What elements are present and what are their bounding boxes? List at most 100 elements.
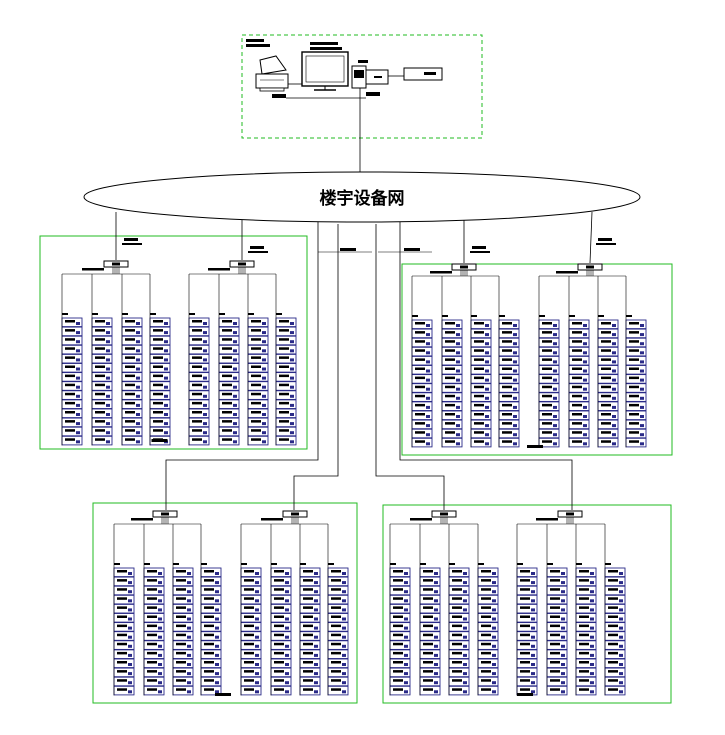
module-status [612, 378, 616, 382]
network-bus: 楼宇设备网 [83, 171, 641, 223]
module-status [404, 626, 408, 630]
module-label-bar [481, 670, 491, 673]
terminal-module [270, 658, 292, 669]
module-status [158, 672, 162, 676]
device-zone [382, 504, 672, 704]
terminal-module [275, 408, 297, 419]
terminal-module [247, 408, 269, 419]
branch-tag [122, 313, 128, 315]
module-label-bar [244, 633, 254, 637]
terminal-module [240, 667, 262, 678]
terminal-module [188, 326, 210, 337]
module-label-bar [474, 394, 484, 398]
terminal-module [604, 676, 626, 687]
module-label-bar [520, 661, 530, 664]
module-status [187, 681, 191, 685]
module-label-bar [279, 420, 289, 423]
terminal-module [275, 399, 297, 409]
terminal-module [149, 381, 171, 391]
terminal-module [568, 328, 590, 339]
module-status [531, 617, 535, 621]
terminal-module [516, 585, 538, 596]
module-label-bar [117, 588, 127, 591]
module-status [456, 378, 460, 382]
module-label-bar [601, 376, 611, 380]
branch-tag [390, 563, 396, 565]
module-label-bar [542, 358, 552, 361]
module-label-bar [520, 579, 530, 582]
module-label-bar [176, 670, 186, 673]
terminal-module [538, 346, 560, 357]
module-label-bar [572, 349, 582, 352]
module-status [285, 572, 289, 575]
branch [568, 276, 590, 448]
module-status [531, 581, 535, 585]
controller-indicator [112, 262, 120, 266]
module-label-bar [579, 633, 589, 637]
branch [516, 524, 538, 696]
terminal-module [240, 567, 262, 578]
terminal-module [172, 649, 194, 659]
terminal-module [538, 328, 560, 339]
module-status [561, 681, 565, 685]
module-status [434, 572, 438, 575]
module-status [492, 663, 496, 666]
module-label-bar [65, 383, 75, 387]
module-label-bar [423, 588, 433, 591]
terminal-module [143, 603, 165, 614]
module-status [158, 681, 162, 685]
module-label-bar [279, 356, 289, 359]
terminal-module [143, 631, 165, 641]
terminal-module [121, 408, 143, 419]
terminal-module [470, 437, 492, 448]
module-label-bar [204, 579, 214, 582]
module-status [262, 394, 266, 398]
module-label-bar [204, 615, 214, 618]
module-label-bar [481, 624, 491, 628]
module-label-bar [204, 661, 214, 664]
module-label-bar [601, 403, 611, 407]
terminal-module [498, 401, 520, 411]
module-status [262, 331, 266, 335]
module-status [136, 394, 140, 398]
module-label-bar [502, 385, 512, 389]
terminal-module [270, 585, 292, 596]
module-status [187, 672, 191, 676]
module-status [553, 387, 557, 391]
module-status [640, 351, 644, 355]
module-status [164, 367, 168, 371]
terminal-module [604, 576, 626, 587]
module-status [561, 581, 565, 585]
module-status [590, 626, 594, 630]
module-label-bar [125, 320, 135, 323]
terminal-module [61, 381, 83, 391]
module-status [187, 626, 191, 630]
module-label-bar [204, 642, 214, 646]
module-label-bar [542, 422, 552, 425]
terminal-module [149, 372, 171, 382]
module-status [404, 608, 408, 612]
terminal-module [113, 631, 135, 641]
module-label-bar [481, 661, 491, 664]
terminal-module [113, 676, 135, 687]
module-label-bar [502, 358, 512, 361]
terminal-module [299, 603, 321, 614]
module-label-bar [474, 376, 484, 380]
controller-tag-bar [536, 518, 558, 521]
branch-tag [569, 315, 575, 317]
branch-tag [219, 313, 225, 315]
module-status [187, 663, 191, 666]
terminal-module [299, 576, 321, 587]
terminal-module [625, 346, 647, 357]
branch [200, 524, 222, 696]
module-label-bar [274, 606, 284, 609]
module-label-bar [125, 411, 135, 414]
module-status [583, 324, 587, 327]
module-label-bar [481, 579, 491, 582]
terminal-module [61, 363, 83, 373]
module-status [513, 387, 517, 391]
module-status [158, 663, 162, 666]
module-status [203, 340, 207, 344]
module-label-bar [579, 688, 589, 691]
module-status [106, 367, 110, 371]
